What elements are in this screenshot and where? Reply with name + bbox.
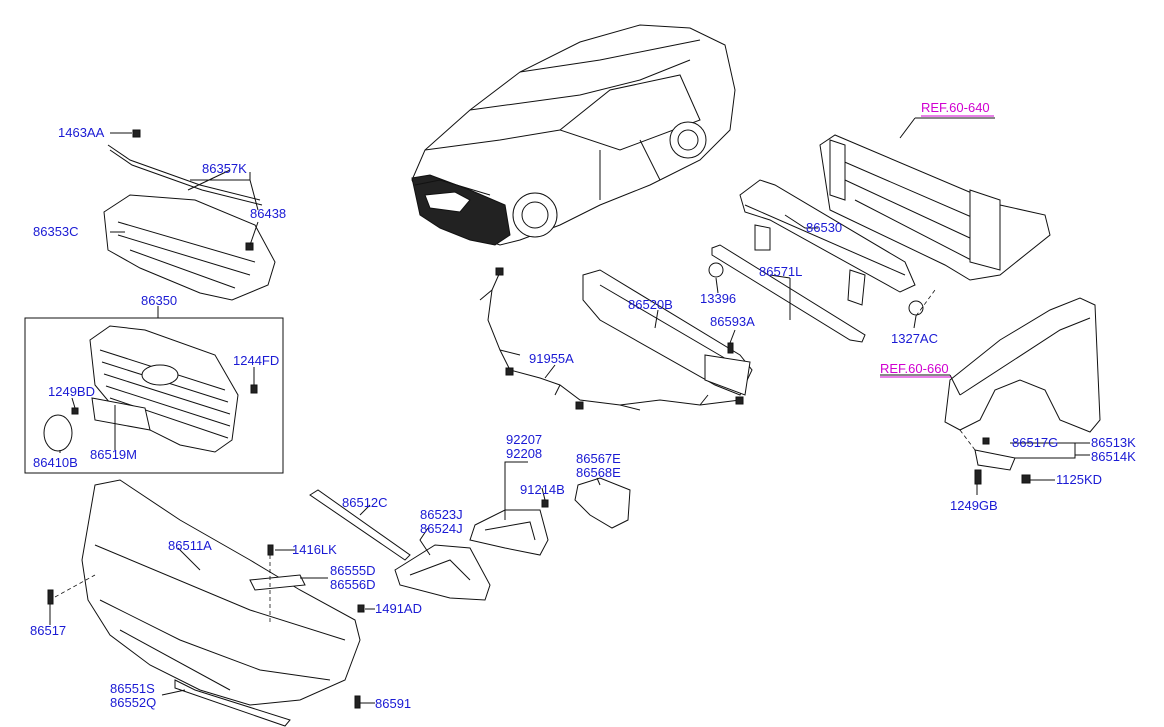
label-86512C: 86512C [342, 495, 388, 510]
label-86555D: 86555D [330, 563, 376, 578]
label-86519M: 86519M [90, 447, 137, 462]
label-1249GB: 1249GB [950, 498, 998, 513]
label-92208: 92208 [506, 446, 542, 461]
label-1125KD: 1125KD [1056, 472, 1102, 487]
part-labels: 1463AA 86357K 86438 86353C 86350 1244FD … [30, 125, 1136, 711]
label-86593A: 86593A [710, 314, 755, 329]
grille-assembly-box [24, 317, 284, 474]
reference-labels: REF.60-640 REF.60-660 [880, 100, 994, 378]
label-86571L: 86571L [759, 264, 802, 279]
car-illustration [411, 24, 736, 246]
label-13396: 13396 [700, 291, 736, 306]
label-86517: 86517 [30, 623, 66, 638]
reference-60-640: REF.60-640 [921, 100, 990, 115]
label-86357K: 86357K [202, 161, 247, 176]
label-1463AA: 1463AA [58, 125, 105, 140]
front-end-carrier [819, 134, 1051, 281]
label-86530: 86530 [806, 220, 842, 235]
label-92207: 92207 [506, 432, 542, 447]
wiring-harness [479, 267, 744, 411]
label-86551S: 86551S [110, 681, 155, 696]
label-86410B: 86410B [33, 455, 78, 470]
reference-60-660: REF.60-660 [880, 361, 949, 376]
label-86523J: 86523J [420, 507, 463, 522]
bumper-upper-strip [309, 489, 411, 561]
label-1491AD: 1491AD [375, 601, 422, 616]
label-86353C: 86353C [33, 224, 79, 239]
front-fender [944, 297, 1101, 485]
label-86591: 86591 [375, 696, 411, 711]
label-1249BD: 1249BD [48, 384, 95, 399]
label-1416LK: 1416LK [292, 542, 337, 557]
label-86511A: 86511A [168, 538, 212, 553]
label-91214B: 91214B [520, 482, 565, 497]
label-86524J: 86524J [420, 521, 463, 536]
label-86552Q: 86552Q [110, 695, 156, 710]
label-86556D: 86556D [330, 577, 376, 592]
bumper-beam [708, 179, 924, 316]
label-86438: 86438 [250, 206, 286, 221]
label-91955A: 91955A [529, 351, 574, 366]
label-1244FD: 1244FD [233, 353, 279, 368]
label-86350: 86350 [141, 293, 177, 308]
label-86513K: 86513K [1091, 435, 1136, 450]
stiffener-bar [711, 244, 866, 343]
grille-upper-cover [103, 129, 276, 301]
label-86567E: 86567E [576, 451, 621, 466]
fog-lamp-bezels [394, 477, 631, 601]
leader-lines [49, 117, 1090, 704]
label-86514K: 86514K [1091, 449, 1136, 464]
energy-absorber [582, 269, 753, 396]
label-86520B: 86520B [628, 297, 673, 312]
label-1327AC: 1327AC [891, 331, 938, 346]
front-bumper-cover [47, 479, 365, 727]
label-86517G: 86517G [1012, 435, 1058, 450]
label-86568E: 86568E [576, 465, 621, 480]
radiator-grille [43, 325, 258, 453]
